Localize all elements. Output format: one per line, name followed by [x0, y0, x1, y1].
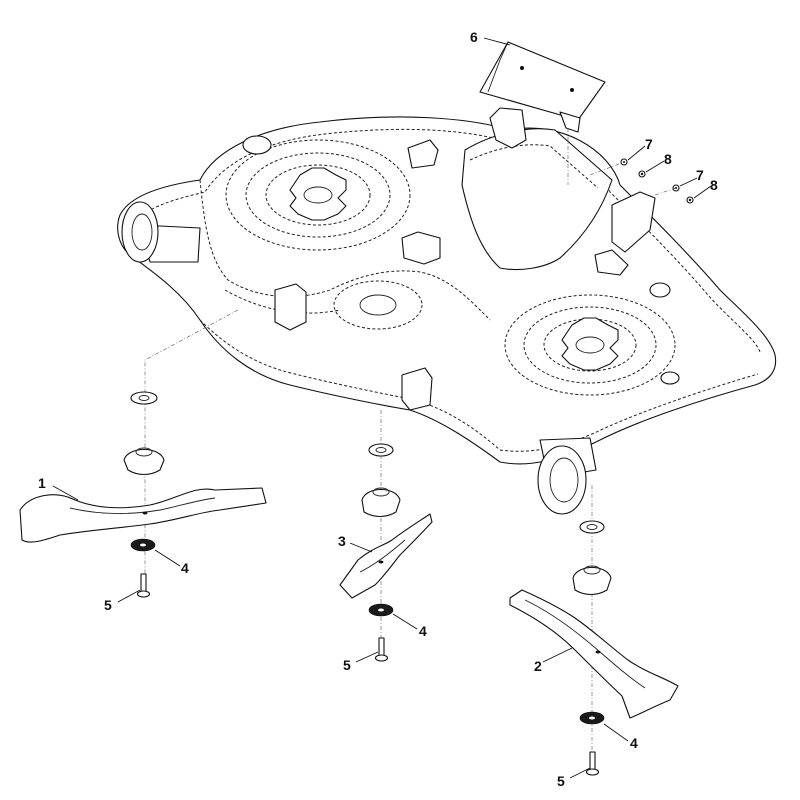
left-blade-adapter: [123, 447, 165, 476]
callout-5-left: 5: [104, 597, 112, 613]
callout-7-upper: 7: [645, 136, 653, 152]
front-gauge-wheel: [537, 437, 597, 515]
right-blade-bolt: [585, 751, 600, 776]
callout-6: 6: [470, 29, 478, 45]
callout-5-right: 5: [557, 773, 565, 789]
discharge-deflector: [479, 41, 606, 185]
blade-1: [19, 487, 267, 543]
right-blade-adapter: [572, 565, 612, 596]
callout-2: 2: [534, 658, 542, 674]
top-mounting-bracket: [489, 107, 527, 149]
center-blade-bolt: [374, 637, 389, 662]
center-bracket: [401, 231, 441, 265]
center-spindle-opening: [333, 280, 423, 330]
nut-8-lower: [686, 196, 694, 204]
blade-2: [509, 589, 679, 719]
right-post: [649, 282, 671, 298]
callout-8-lower: 8: [710, 177, 718, 193]
blade-3: [339, 513, 433, 599]
discharge-chute-body: [461, 128, 613, 271]
left-assembly-axis: [144, 309, 239, 580]
callout-4-center: 4: [419, 623, 427, 639]
leader-lines: [52, 37, 712, 779]
center-blade-adapter: [361, 487, 401, 518]
callout-5-center: 5: [343, 657, 351, 673]
left-spindle-housing: [225, 139, 411, 251]
callout-7-lower: 7: [696, 167, 704, 183]
front-right-post: [660, 371, 680, 385]
callout-8-upper: 8: [664, 151, 672, 167]
side-mounting-bracket: [611, 191, 656, 253]
mower-deck-housing: [117, 107, 777, 515]
right-spacer-washer: [579, 520, 605, 534]
rear-left-post: [242, 135, 272, 155]
rear-bracket: [407, 139, 439, 169]
left-blade-bolt: [136, 573, 151, 598]
right-spindle-housing: [504, 294, 676, 396]
nut-8-upper: [638, 170, 646, 178]
right-star-washer: [579, 711, 605, 725]
center-spacer-washer: [368, 443, 394, 457]
center-star-washer: [368, 603, 394, 617]
callout-1: 1: [38, 475, 46, 491]
left-star-washer: [130, 538, 156, 552]
callout-3: 3: [338, 533, 346, 549]
callout-labels: 1 2 3 4 4 4 5 5 5 6 7 8 7 8: [38, 29, 718, 789]
left-spacer-washer: [130, 391, 158, 405]
callout-4-left: 4: [181, 560, 189, 576]
left-front-bracket: [274, 283, 307, 331]
left-gauge-wheel: [121, 201, 201, 263]
washer-7-lower: [672, 184, 680, 192]
front-center-bracket: [401, 367, 433, 411]
right-hook-bracket: [594, 249, 629, 276]
callout-4-right: 4: [630, 735, 638, 751]
